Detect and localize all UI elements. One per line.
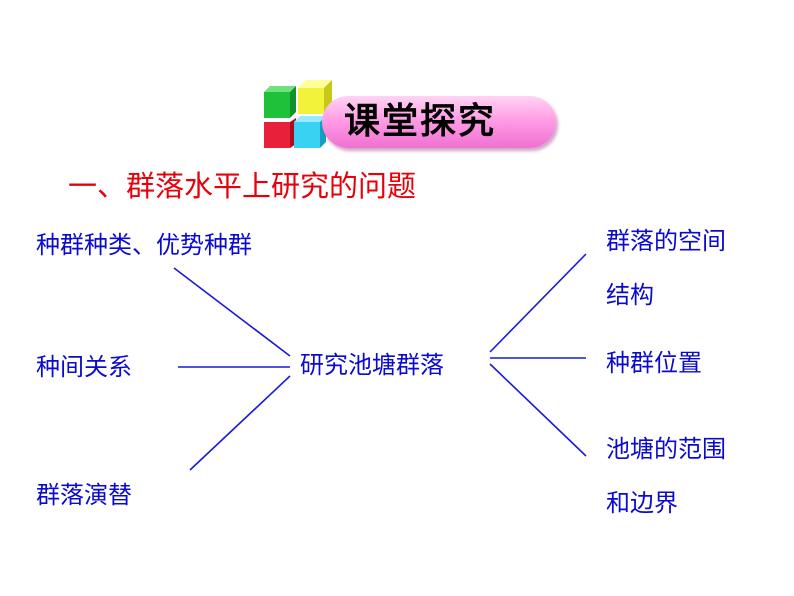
cube-logo-icon: [264, 80, 332, 148]
node-left-interspecific: 种间关系: [36, 353, 132, 381]
node-right-boundary-line2: 和边界: [606, 489, 678, 517]
node-center: 研究池塘群落: [300, 351, 444, 379]
line-right-bottom: [489, 363, 587, 457]
line-left-top: [173, 267, 291, 357]
node-left-succession: 群落演替: [36, 481, 132, 509]
node-left-species: 种群种类、优势种群: [36, 231, 252, 259]
banner-title: 课堂探究: [344, 101, 497, 142]
line-right-top: [489, 253, 587, 353]
banner-background: [322, 96, 556, 148]
node-right-spatial-structure: 群落的空间 结构: [606, 214, 726, 322]
node-right-spatial-line1: 群落的空间: [606, 227, 726, 255]
node-right-spatial-line2: 结构: [606, 281, 654, 309]
line-left-bottom: [189, 375, 291, 471]
node-right-pond-boundary: 池塘的范围 和边界: [606, 422, 726, 530]
node-right-position: 种群位置: [606, 349, 702, 377]
section-title: 一、群落水平上研究的问题: [68, 169, 417, 203]
node-right-boundary-line1: 池塘的范围: [606, 435, 726, 463]
